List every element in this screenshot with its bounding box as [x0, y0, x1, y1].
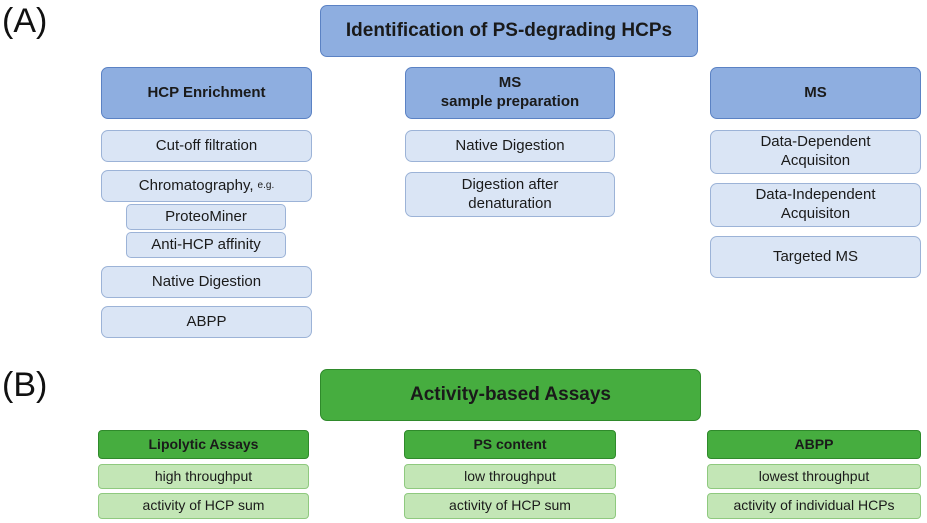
native-digestion-item-2: Native Digestion	[405, 130, 615, 162]
abpp-header: ABPP	[707, 430, 921, 459]
chromatography-label: Chromatography,	[138, 176, 254, 194]
panel-a-label: (A)	[2, 2, 48, 40]
abpp-throughput-item: lowest throughput	[707, 464, 921, 489]
chromatography-item: Chromatography,e.g.	[101, 170, 312, 202]
panel-a-title: Identification of PS-degrading HCPs	[320, 5, 698, 57]
anti-hcp-affinity-item: Anti-HCP affinity	[126, 232, 286, 258]
ps-content-header: PS content	[404, 430, 616, 459]
data-dependent-acquisition-item: Data-Dependent Acquisiton	[710, 130, 921, 174]
panel-b-label: (B)	[2, 366, 48, 404]
cut-off-filtration-item: Cut-off filtration	[101, 130, 312, 162]
digestion-after-denaturation-item: Digestion after denaturation	[405, 172, 615, 217]
hcp-enrichment-header: HCP Enrichment	[101, 67, 312, 119]
panel-b-title: Activity-based Assays	[320, 369, 701, 421]
ps-content-throughput-item: low throughput	[404, 464, 616, 489]
native-digestion-item-1: Native Digestion	[101, 266, 312, 298]
lipolytic-activity-item: activity of HCP sum	[98, 493, 309, 519]
lipolytic-assays-header: Lipolytic Assays	[98, 430, 309, 459]
lipolytic-throughput-item: high throughput	[98, 464, 309, 489]
chromatography-suffix: e.g.	[257, 179, 275, 191]
targeted-ms-item: Targeted MS	[710, 236, 921, 278]
ps-content-activity-item: activity of HCP sum	[404, 493, 616, 519]
data-independent-acquisition-item: Data-Independent Acquisiton	[710, 183, 921, 227]
proteominer-item: ProteoMiner	[126, 204, 286, 230]
abpp-activity-item: activity of individual HCPs	[707, 493, 921, 519]
ms-header: MS	[710, 67, 921, 119]
ms-sample-preparation-header: MS sample preparation	[405, 67, 615, 119]
abpp-item-1: ABPP	[101, 306, 312, 338]
